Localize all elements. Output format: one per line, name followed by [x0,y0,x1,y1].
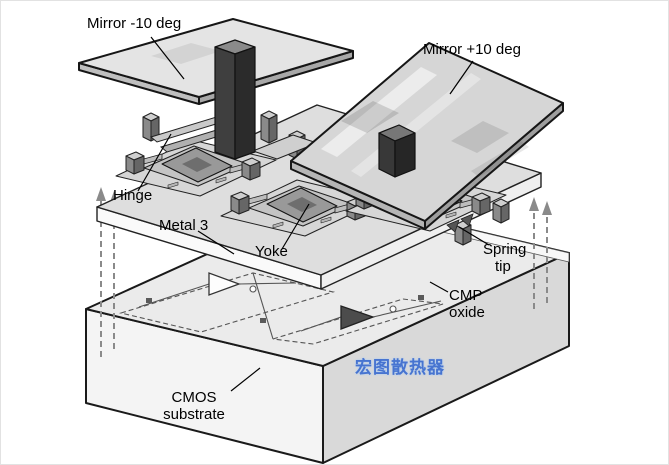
leader-lines [137,36,490,392]
label-mirror-plus: Mirror +10 deg [423,41,521,58]
label-cmp-line2: oxide [449,304,485,321]
explode-arrows-right [529,197,552,309]
leader-hinge [137,133,172,192]
label-cmp-oxide: CMP oxide [449,287,485,321]
leader-cmp-oxide [429,281,449,293]
leader-yoke [281,203,310,250]
label-cmos-line2: substrate [163,406,225,423]
leader-mirror-plus [449,60,474,95]
mirror-post-right [378,124,416,178]
label-hinge: Hinge [113,187,153,204]
label-spring-tip-line1: Spring [483,241,527,258]
label-cmos-line1: CMOS [171,389,217,406]
mirror-post-left [214,39,256,160]
label-cmp-line1: CMP [449,287,483,304]
label-mirror-minus: Mirror -10 deg [87,15,182,32]
leader-metal3 [197,230,235,255]
label-spring-tip: Spring tip [483,241,526,275]
label-yoke: Yoke [255,243,288,260]
watermark-text: 宏图散热器 [355,358,445,377]
spring-tips [446,213,474,233]
label-cmos-substrate: CMOS substrate [151,389,237,423]
label-spring-tip-line2: tip [495,258,511,275]
leader-cmos-substrate [230,367,261,392]
leader-mirror-minus [150,36,185,80]
circuit-schematic [118,272,444,345]
label-metal3: Metal 3 [159,217,209,234]
leader-spring-tip [458,226,490,246]
